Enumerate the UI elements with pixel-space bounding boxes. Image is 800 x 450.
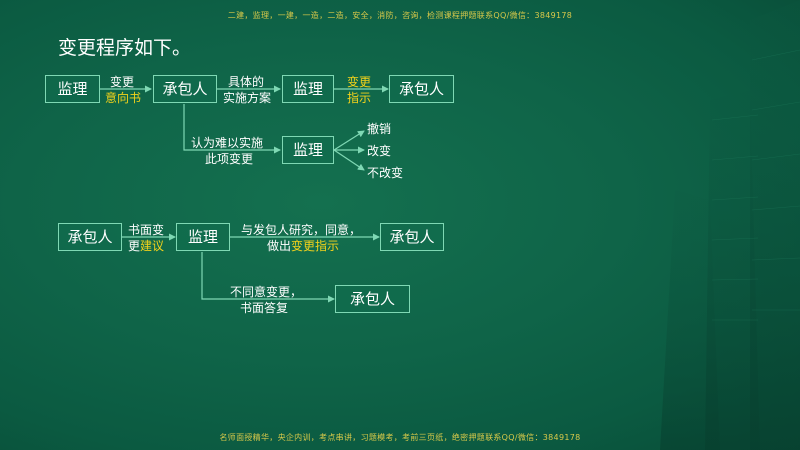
label-agree-line2: 做出变更指示 <box>267 238 339 254</box>
node-contractor-f2-2: 承包人 <box>380 223 444 251</box>
node-supervisor-3: 监理 <box>282 136 334 164</box>
edge-to-revoke <box>333 130 365 151</box>
label-agree-line2-a: 做出 <box>267 239 292 253</box>
option-change: 改变 <box>367 144 392 158</box>
label-instruction-line1: 变更 <box>347 75 372 89</box>
label-written-line2: 更建议 <box>128 238 164 254</box>
label-agree-line1: 与发包人研究，同意， <box>241 223 362 237</box>
node-contractor-1: 承包人 <box>153 75 217 103</box>
label-change-line2: 意向书 <box>105 91 142 105</box>
node-supervisor-2: 监理 <box>282 75 334 103</box>
option-keep: 不改变 <box>367 166 404 180</box>
node-supervisor-f2: 监理 <box>176 223 230 251</box>
label-written-line1: 书面变 <box>128 223 165 237</box>
slide-title: 变更程序如下。 <box>58 37 192 59</box>
label-disagree-line1: 不同意变更， <box>230 285 303 299</box>
node-supervisor-1: 监理 <box>45 75 100 103</box>
label-instruction-line2: 指示 <box>347 91 372 105</box>
watermark-bottom: 名师面授精华，央企内训，考点串讲，习题模考，考前三页纸，绝密押题联系QQ/微信：… <box>219 433 581 442</box>
edge-to-keep <box>333 149 365 171</box>
building-background-graphic <box>660 0 800 450</box>
label-plan-line1: 具体的 <box>228 75 265 89</box>
label-written-line2-a: 更 <box>128 239 141 253</box>
watermark-top: 二建，监理，一建，一造，二造，安全，消防，咨询，检测课程押题联系QQ/微信：38… <box>227 11 573 20</box>
label-change-line1: 变更 <box>110 75 135 89</box>
label-disagree-line2: 书面答复 <box>240 301 289 315</box>
option-revoke: 撤销 <box>367 122 392 136</box>
label-hard-line1: 认为难以实施 <box>191 136 264 150</box>
label-agree-line2-b: 变更指示 <box>291 239 340 253</box>
node-contractor-f2-1: 承包人 <box>58 223 122 251</box>
label-plan-line2: 实施方案 <box>223 91 272 105</box>
label-written-line2-b: 建议 <box>140 239 165 253</box>
node-contractor-f2-3: 承包人 <box>335 285 410 313</box>
node-contractor-2: 承包人 <box>389 75 454 103</box>
label-hard-line2: 此项变更 <box>205 152 254 166</box>
